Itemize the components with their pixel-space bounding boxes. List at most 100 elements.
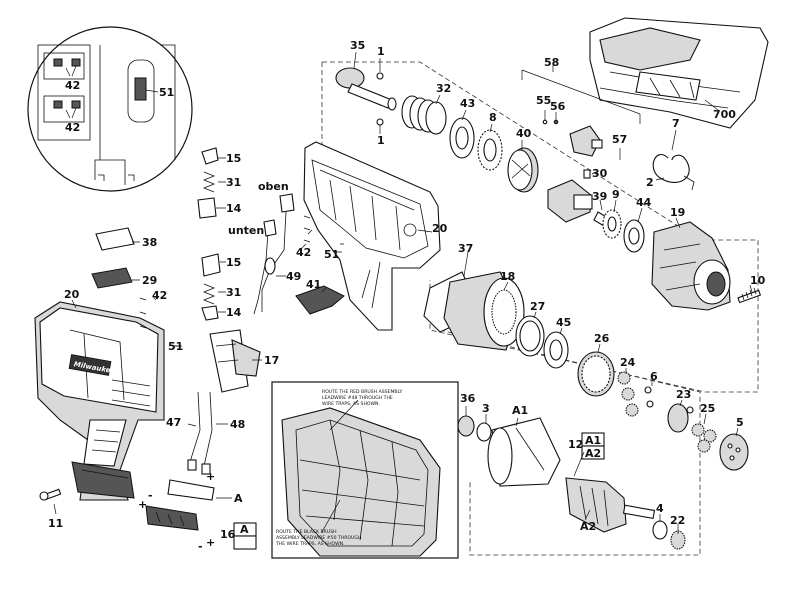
housing-half-right	[303, 141, 441, 331]
label-51-left: 51	[168, 340, 183, 353]
label-42-left: 42	[152, 289, 167, 302]
label-38: 38	[142, 236, 157, 249]
hook-ring	[652, 154, 695, 191]
label-29: 29	[142, 274, 157, 287]
washer-44	[623, 219, 645, 253]
brand-badge	[68, 354, 112, 376]
table-16-A: A	[240, 523, 249, 536]
label-1-top: 1	[377, 45, 385, 58]
leader-lines	[53, 51, 753, 534]
label-51-center: 51	[324, 248, 339, 261]
label-24: 24	[620, 356, 636, 369]
label-9: 9	[612, 188, 620, 201]
label-unten: unten	[228, 224, 264, 237]
label-43: 43	[460, 97, 475, 110]
note-red-line-2: LEADWIRE #48 THROUGH THE	[322, 395, 393, 401]
label-20-right: 20	[432, 222, 448, 235]
label-55: 55	[536, 94, 551, 107]
washer-8	[477, 129, 503, 171]
label-11: 11	[48, 517, 63, 530]
label-32: 32	[436, 82, 451, 95]
note-red-line-1: ROUTE THE RED BRUSH ASSEMBLY	[322, 389, 403, 395]
label-30: 30	[592, 167, 608, 180]
detail-inset: 42 42 51	[27, 26, 193, 192]
label-40: 40	[516, 127, 532, 140]
label-41: 41	[306, 278, 321, 291]
note-black-line-2: ASSEMBLY LEADWIRE #50 THROUGH	[276, 535, 361, 541]
label-5: 5	[736, 416, 744, 429]
gear-cluster-25	[691, 423, 717, 453]
label-17: 17	[264, 354, 279, 367]
label-58: 58	[544, 56, 559, 69]
ring-gear-26	[577, 351, 615, 397]
label-14-top: 14	[226, 202, 242, 215]
label-A1: A1	[512, 404, 528, 417]
label-1-bottom: 1	[377, 134, 385, 147]
note-red-line-3: WIRE TRAPS, AS SHOWN.	[322, 401, 380, 407]
label-8: 8	[489, 111, 497, 124]
label-6: 6	[650, 370, 658, 383]
note-black-line-3: THE WIRE TRAPS, AS SHOWN.	[275, 541, 345, 547]
label-15-bottom: 15	[226, 256, 241, 269]
label-39: 39	[592, 190, 607, 203]
switch-assembly	[209, 329, 261, 393]
brush-leads	[187, 391, 213, 475]
clip-icon	[71, 58, 81, 67]
clip-icon	[53, 100, 63, 109]
label-36: 36	[460, 392, 476, 405]
label-31-bottom: 31	[226, 286, 241, 299]
label-700: 700	[713, 108, 736, 121]
screw-11	[39, 488, 62, 501]
label-14-bottom: 14	[226, 306, 242, 319]
label-A: A	[234, 492, 243, 505]
washer-45	[543, 331, 569, 369]
washer-9	[602, 209, 622, 239]
label-12: 12	[568, 438, 583, 451]
inset-label-42-top: 42	[65, 79, 80, 92]
label-49: 49	[286, 270, 301, 283]
armature	[565, 477, 686, 550]
label-23: 23	[676, 388, 691, 401]
label-35: 35	[350, 39, 365, 52]
minus-sign-left: -	[148, 489, 153, 502]
label-7: 7	[672, 117, 680, 130]
label-44: 44	[636, 196, 652, 209]
label-37: 37	[458, 242, 473, 255]
spring-part	[401, 95, 447, 135]
label-18: 18	[500, 270, 515, 283]
label-56: 56	[550, 100, 566, 113]
cam-part	[507, 147, 539, 193]
label-2: 2	[646, 176, 654, 189]
plus-sign-right: +	[206, 470, 215, 483]
brush-kit-table	[233, 522, 257, 550]
label-42-center: 42	[296, 246, 311, 259]
label-20-left: 20	[64, 288, 80, 301]
note-black-line-1: ROUTE THE BLACK BRUSH	[276, 529, 337, 535]
wiring-inset: ROUTE THE RED BRUSH ASSEMBLY LEADWIRE #4…	[271, 381, 459, 559]
carrier-23	[667, 403, 694, 433]
label-A2: A2	[580, 520, 596, 533]
clip-icon	[71, 100, 81, 109]
label-15-top: 15	[226, 152, 241, 165]
clip-icon	[134, 77, 147, 101]
label-plates	[91, 227, 178, 347]
label-27: 27	[530, 300, 545, 313]
ring-27	[515, 315, 545, 357]
carrying-case	[589, 17, 769, 129]
part-labels: 35 1 1 32 43 8 40 58 55 56 57 7 2 700 30…	[48, 39, 766, 553]
brush-holder-parts	[197, 147, 221, 321]
label-4: 4	[656, 502, 664, 515]
label-10: 10	[750, 274, 766, 287]
label-57: 57	[612, 133, 627, 146]
inset-label-51: 51	[159, 86, 174, 99]
gear-case	[651, 221, 731, 311]
housing-half-left: Milwaukee	[34, 301, 165, 501]
clip-icon	[53, 58, 63, 67]
label-48: 48	[230, 418, 245, 431]
motor-parts	[457, 415, 561, 487]
washer-43	[449, 117, 475, 159]
plus-sign-left: +	[138, 498, 147, 511]
motor-kit-table	[581, 432, 605, 460]
terminal-block	[145, 479, 215, 531]
